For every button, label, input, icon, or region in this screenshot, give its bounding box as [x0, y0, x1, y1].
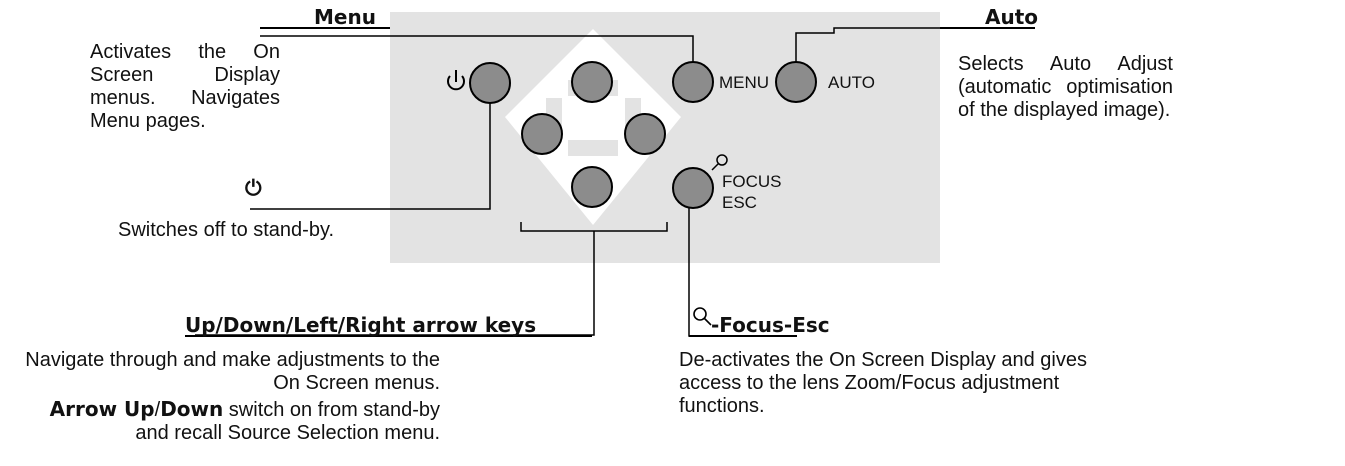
power-description: Switches off to stand-by. [118, 219, 335, 241]
arrows-note-text: switch on from stand-by and recall Sourc… [135, 399, 440, 444]
menu-description: Activates the On Screen Display menus. N… [90, 41, 280, 132]
focus-esc-button[interactable] [672, 167, 714, 209]
arrows-note: Arrow Up/Down switch on from stand-by an… [20, 398, 440, 445]
panel-label-esc: ESC [722, 193, 757, 212]
menu-button[interactable] [672, 61, 714, 103]
panel-label-menu: MENU [719, 73, 770, 92]
auto-button[interactable] [775, 61, 817, 103]
arrow-up-button[interactable] [571, 61, 613, 103]
arrow-left-button[interactable] [521, 113, 563, 155]
arrows-heading: Up/Down/Left/Right arrow keys [185, 313, 537, 337]
arrow-pad-diamond [505, 29, 681, 225]
power-button[interactable] [469, 62, 511, 104]
magnifier-icon [711, 154, 728, 171]
menu-leader [260, 35, 694, 62]
arrows-note-bold-down: Down [160, 397, 224, 421]
power-heading: ⏻ [245, 176, 262, 200]
auto-heading: Auto [985, 5, 1039, 29]
panel-label-focus: FOCUS [722, 172, 782, 191]
auto-leader [795, 27, 940, 62]
focus-esc-description: De-activates the On Screen Display and g… [679, 349, 1087, 417]
arrows-note-bold-up: Arrow Up [49, 397, 155, 421]
auto-description: Selects Auto Adjust (automatic optimisat… [958, 53, 1173, 121]
arrows-description: Navigate through and make adjustments to… [25, 349, 440, 394]
arrow-down-button[interactable] [571, 166, 613, 208]
panel-label-auto: AUTO [828, 73, 875, 92]
menu-heading: Menu [314, 5, 376, 29]
arrows-note-separator: / [154, 399, 161, 421]
focus-esc-heading: -Focus-Esc [711, 313, 830, 337]
focus-heading-magnifier-icon [693, 307, 712, 326]
arrow-right-button[interactable] [624, 113, 666, 155]
power-leader [250, 103, 491, 210]
power-icon [447, 70, 465, 91]
